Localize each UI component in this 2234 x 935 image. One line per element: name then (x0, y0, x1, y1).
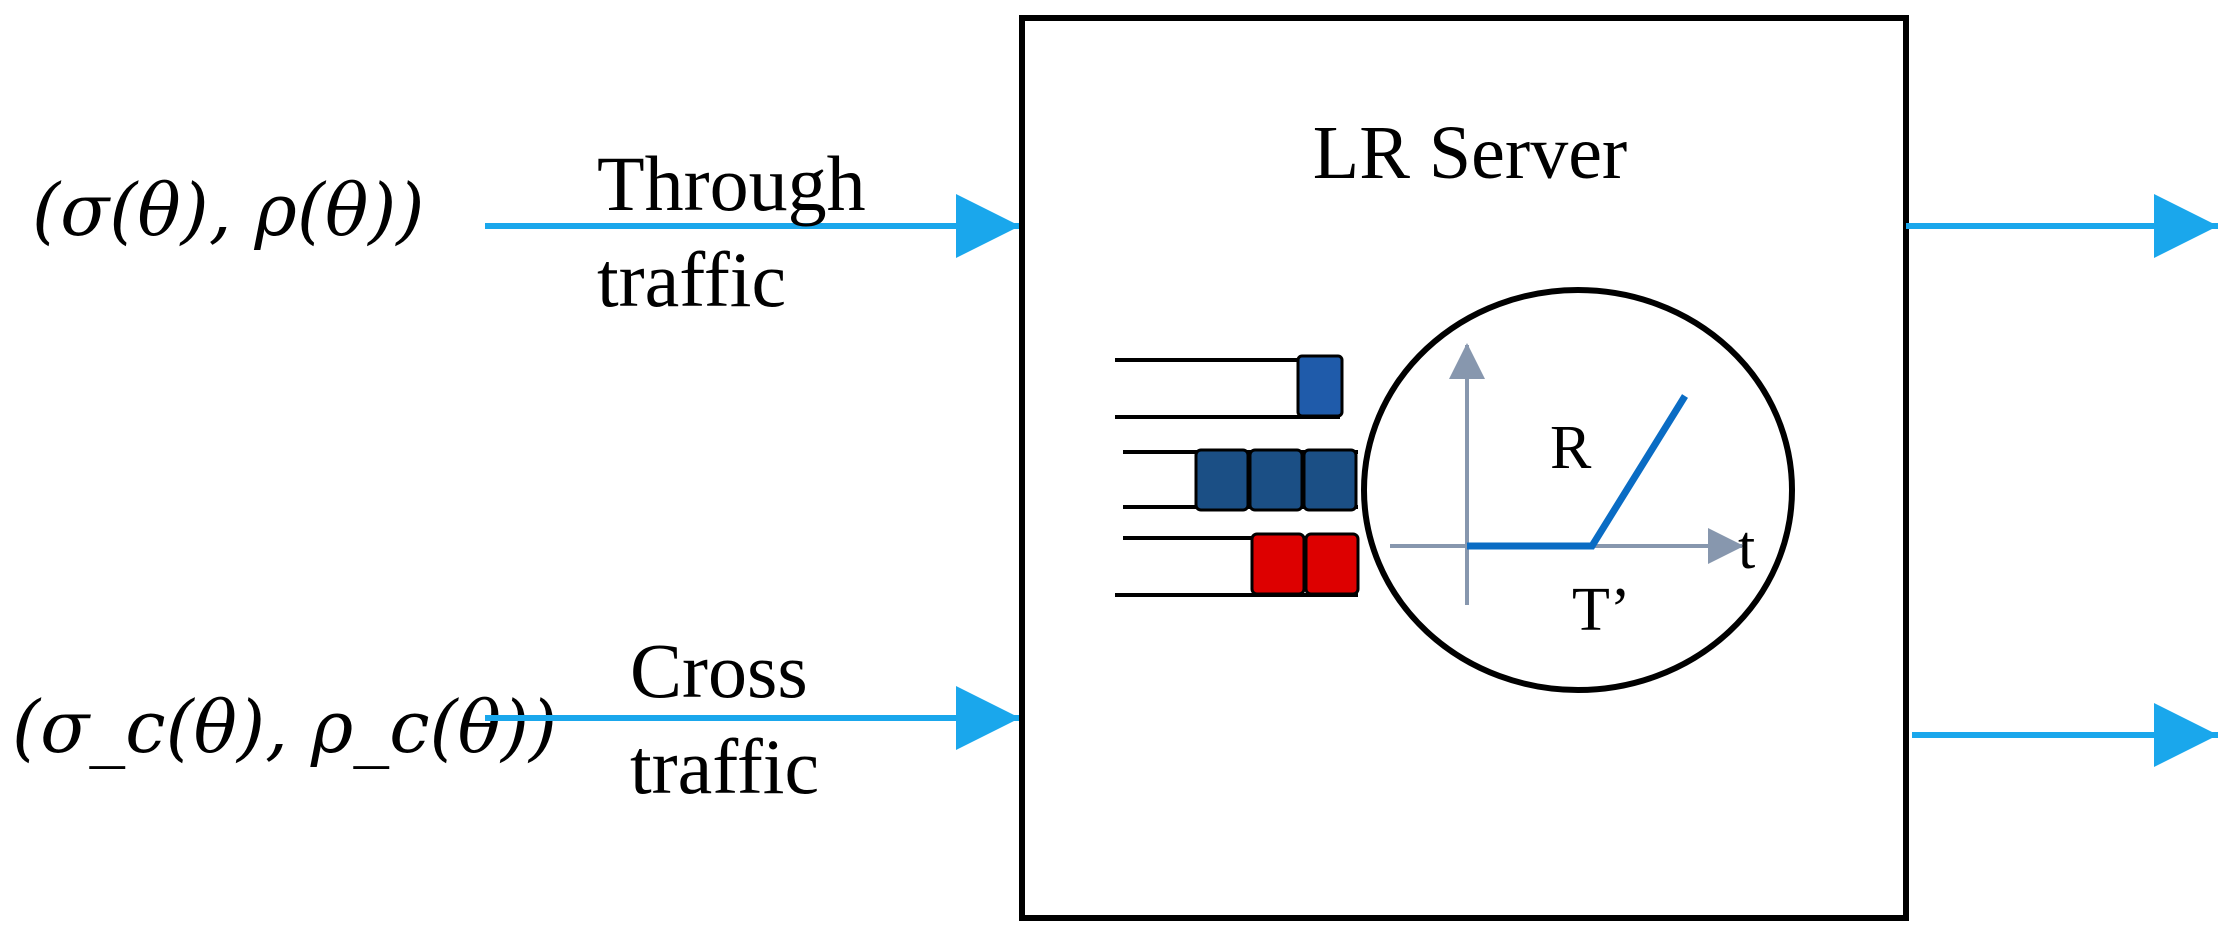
through-traffic-envelope-label: (σ(θ), ρ(θ)) (32, 168, 424, 252)
queue-2-packet (1302, 448, 1358, 512)
lr-server-box (1019, 15, 1909, 921)
rate-label: R (1550, 414, 1592, 482)
cross-traffic-envelope-label: (σ_c(θ), ρ_c(θ)) (12, 685, 557, 769)
queue-2-packet (1248, 448, 1304, 512)
latency-label: T’ (1572, 576, 1631, 644)
time-axis-label: t (1738, 514, 1755, 582)
queue-1-packet (1296, 354, 1344, 418)
through-traffic-label-line2: traffic (597, 236, 786, 323)
cross-traffic-label-line2: traffic (630, 723, 819, 810)
queue-2-packet (1194, 448, 1250, 512)
queue-3-packet (1250, 532, 1306, 596)
through-traffic-label-line1: Through (597, 140, 866, 227)
service-curve-plot: R T’ t (1361, 287, 1795, 693)
cross-traffic-label-line1: Cross (630, 627, 808, 714)
queue-3-packet (1304, 532, 1360, 596)
rate-latency-curve (1467, 394, 1688, 550)
service-curve-circle (1361, 287, 1795, 693)
lr-server-title: LR Server (1313, 111, 1627, 195)
packet-queues (1115, 354, 1360, 597)
